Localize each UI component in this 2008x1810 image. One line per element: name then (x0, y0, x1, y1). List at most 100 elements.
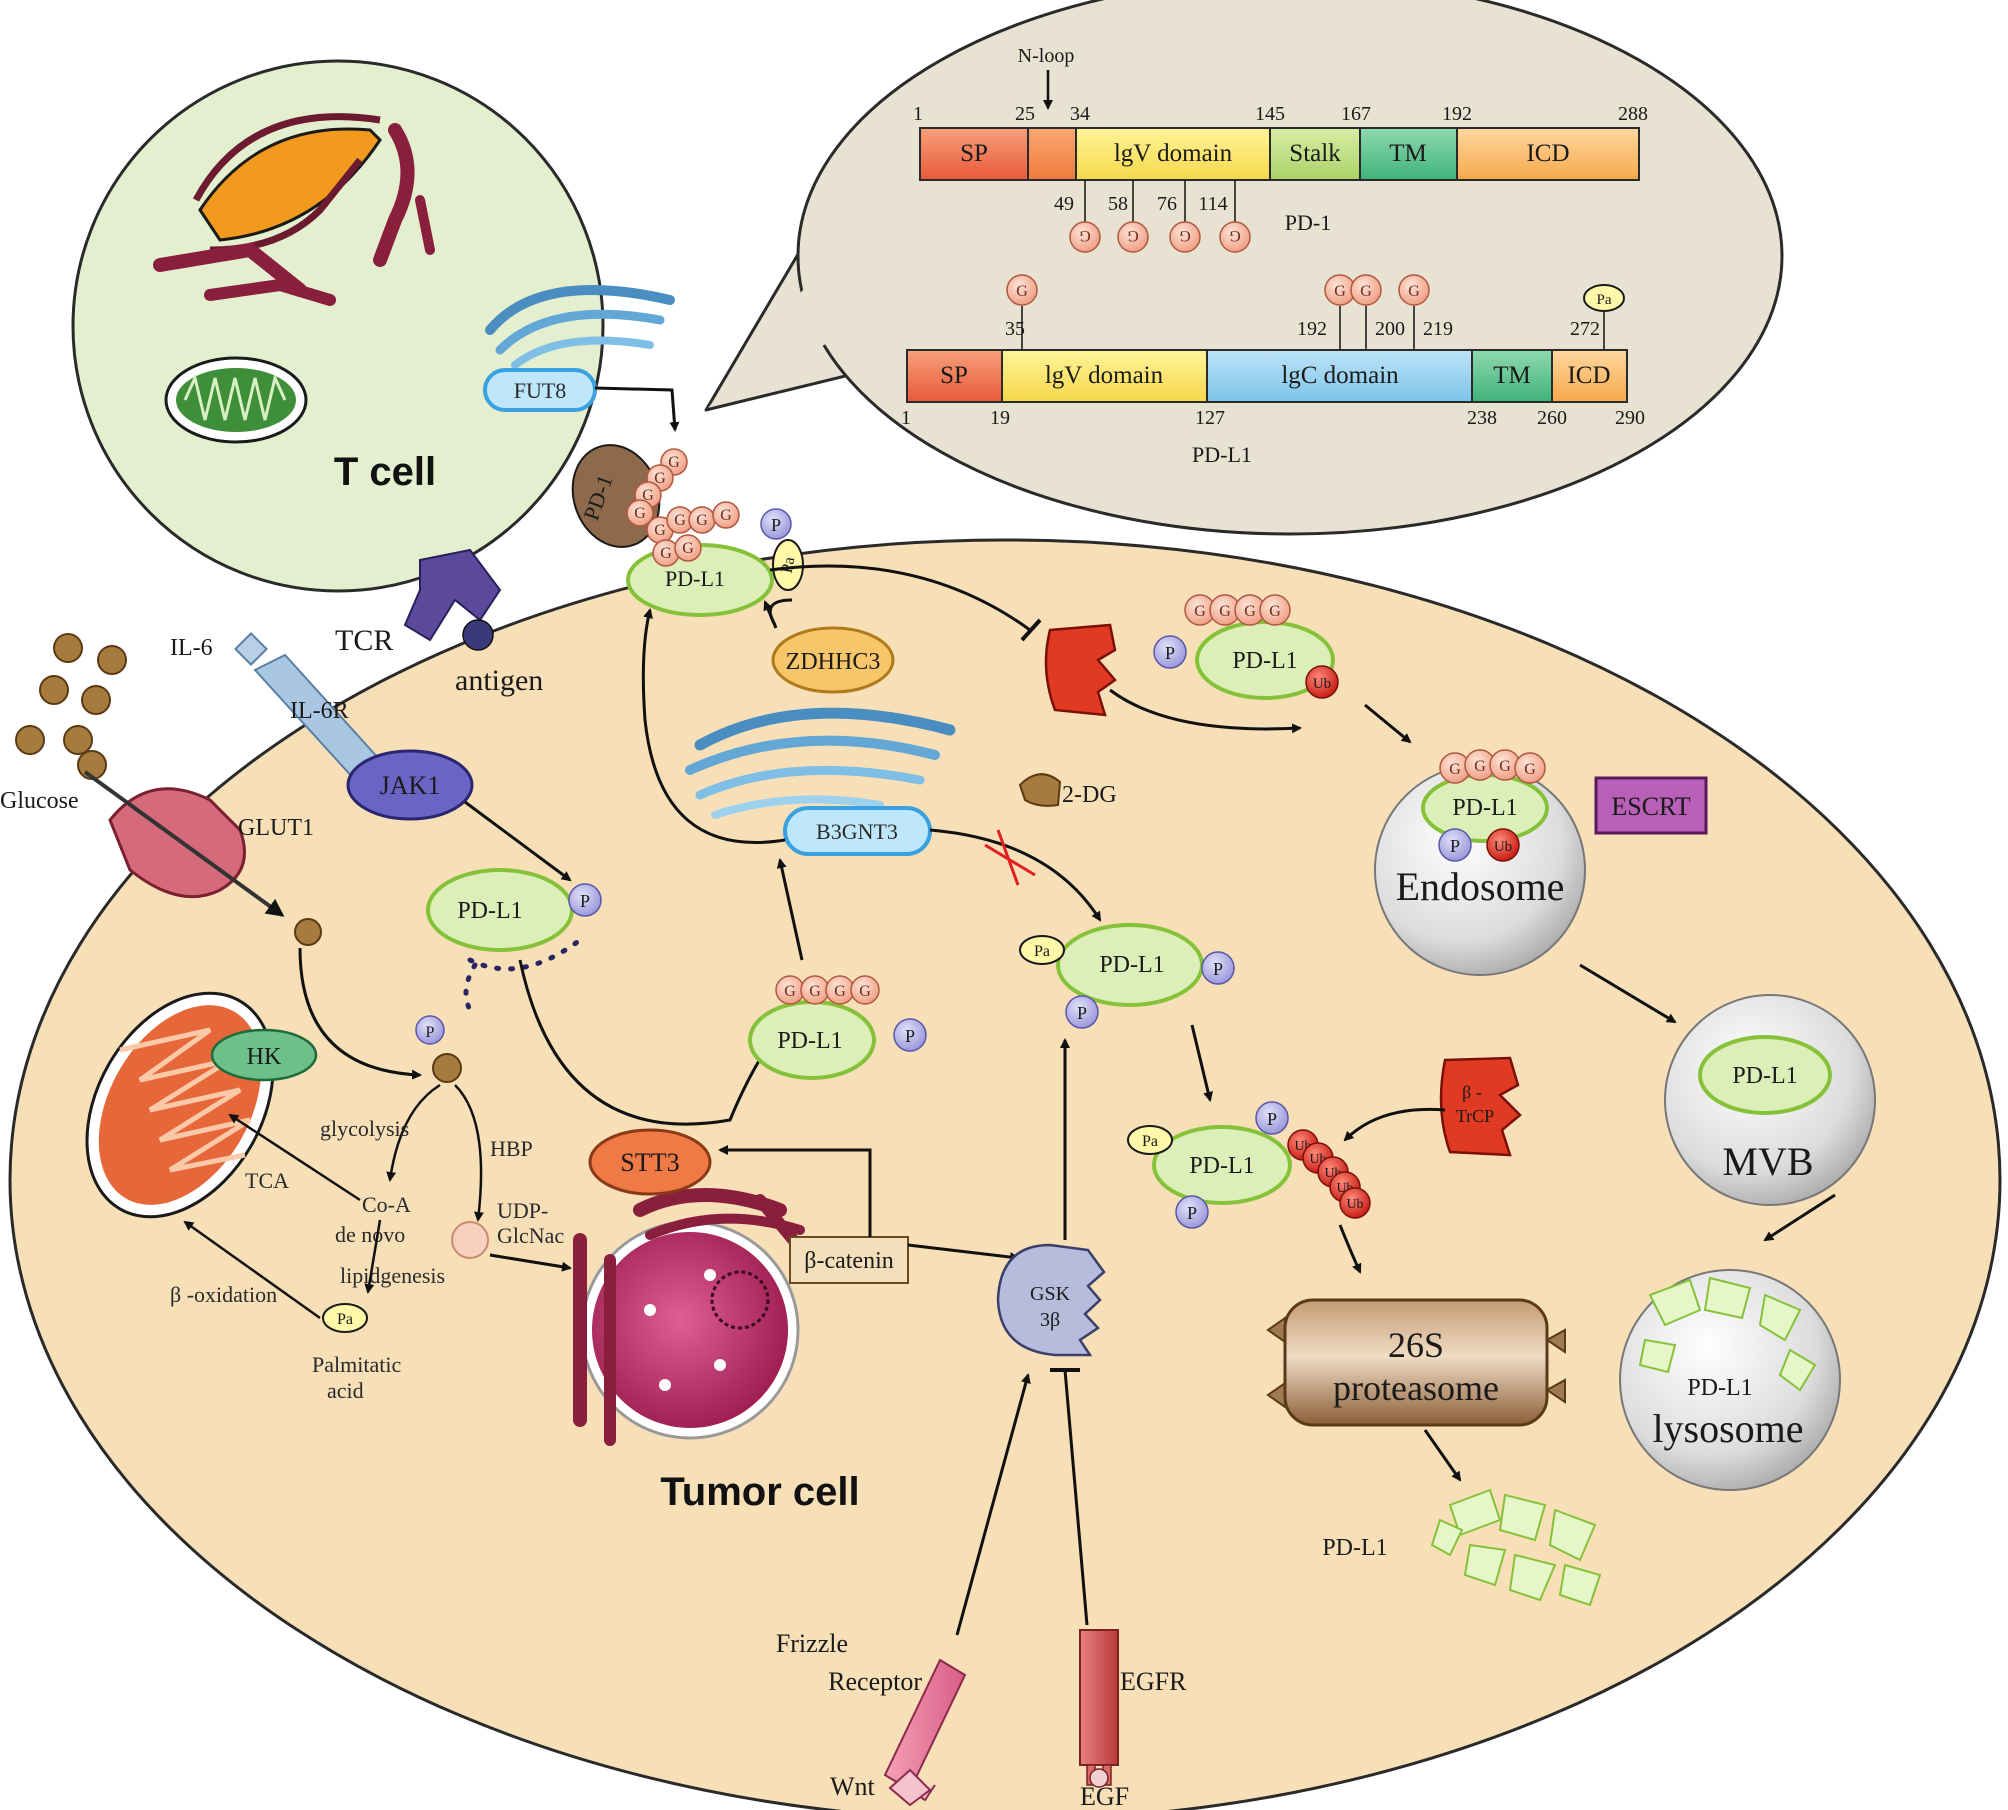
zdhhc3-label: ZDHHC3 (786, 649, 881, 675)
to-ub-pdl1-arrow (1190, 1024, 1213, 1102)
antigen: antigen (455, 619, 543, 697)
svg-text:SP: SP (940, 362, 968, 389)
ubiquitin: Ub (1486, 828, 1520, 862)
glucose-label: Glucose (0, 788, 79, 814)
svg-text:Pa: Pa (1597, 292, 1612, 308)
hbp-label: HBP (490, 1136, 533, 1161)
svg-text:P: P (1077, 1003, 1087, 1023)
glycan-g: G (1259, 594, 1291, 626)
svg-text:P: P (1213, 959, 1223, 979)
svg-text:P: P (905, 1026, 915, 1046)
glucose-to-g6p-arrow (298, 947, 422, 1080)
glycan-g: G (1439, 752, 1471, 784)
egfr-label: EGFR (1120, 1667, 1187, 1696)
fut8-enzyme: FUT8 (483, 368, 597, 412)
to-lysosome-arrow (1763, 1193, 1836, 1242)
pd1-domain-stalk (1269, 127, 1361, 181)
synapse-palmitoyl: Pa (772, 539, 804, 591)
svg-text:290: 290 (1615, 407, 1645, 429)
stt3-enzyme: STT3 (588, 1128, 712, 1196)
svg-text:G: G (642, 487, 654, 504)
t-cell-label: T cell (334, 450, 436, 494)
glycan-g: G (1464, 749, 1496, 781)
glycan-g: G (1169, 221, 1201, 253)
svg-text:G: G (1194, 603, 1206, 620)
svg-text:GlcNac: GlcNac (497, 1223, 564, 1248)
glycan-g: G (775, 975, 805, 1005)
svg-text:PD-L1: PD-L1 (1189, 1153, 1254, 1179)
svg-text:260: 260 (1537, 407, 1567, 429)
catenin-to-gsk-arrow (907, 1243, 1020, 1263)
pdl1-surface-label: PD-L1 (665, 566, 725, 591)
beta-oxidation-arrow (183, 1220, 321, 1320)
il6r-label: IL-6R (290, 698, 349, 724)
fut8-label: FUT8 (514, 378, 567, 403)
pdl1-surface: PD-L1 (626, 543, 774, 617)
svg-text:PD-L1: PD-L1 (1452, 795, 1517, 821)
palmitic-label-1: Palmitatic (312, 1352, 401, 1377)
wnt-label: Wnt (830, 1772, 876, 1801)
svg-text:1: 1 (913, 103, 923, 125)
udp-arrow (489, 1253, 572, 1272)
svg-text:G: G (720, 507, 732, 524)
svg-text:127: 127 (1195, 407, 1225, 429)
svg-text:PD-L1: PD-L1 (457, 898, 522, 924)
pdl1-polyubiquitinated: PD-L1 Pa P P Ub Ub Ub Ub Ub (1127, 1101, 1371, 1229)
two-dg-label: 2-DG (1062, 782, 1117, 808)
svg-text:G: G (1360, 283, 1372, 300)
svg-text:PD-L1: PD-L1 (1687, 1375, 1752, 1401)
jak1: JAK1 (346, 749, 474, 821)
svg-text:35: 35 (1005, 318, 1025, 340)
svg-text:G: G (1079, 227, 1091, 244)
svg-text:G: G (682, 540, 694, 557)
svg-text:TM: TM (1493, 362, 1531, 389)
glut1-label: GLUT1 (238, 815, 314, 841)
to-endosome-arrow (1364, 703, 1412, 744)
svg-text:192: 192 (1297, 318, 1327, 340)
pd1-domain-tm (1359, 127, 1458, 181)
svg-text:P: P (1187, 1203, 1197, 1223)
b3gnt3-to-surface-arrow (641, 608, 786, 844)
svg-text:G: G (1524, 761, 1536, 778)
fut8-arrow (594, 386, 680, 432)
svg-text:P: P (426, 1024, 435, 1041)
svg-text:76: 76 (1157, 193, 1177, 215)
svg-text:lgC domain: lgC domain (1281, 362, 1399, 389)
lipid-label-1: de novo (335, 1222, 405, 1247)
svg-text:272: 272 (1570, 318, 1600, 340)
intracellular-glucose (294, 918, 322, 946)
svg-text:Pa: Pa (1142, 1133, 1158, 1150)
svg-text:Ub: Ub (1346, 1197, 1363, 1212)
glycan-g: G (1184, 594, 1216, 626)
palmitoyl-pa: Pa (1583, 284, 1625, 312)
svg-text:PD-L1: PD-L1 (777, 1028, 842, 1054)
lipidgenesis-arrow (364, 1219, 382, 1294)
zdhhc3-enzyme: ZDHHC3 (771, 626, 895, 694)
glycan-g: G (1514, 752, 1546, 784)
pd1-domain-nloop (1027, 127, 1077, 181)
beta-oxidation-label: β -oxidation (170, 1282, 277, 1307)
stt3-label: STT3 (620, 1148, 679, 1177)
il6-receptor: IL-6R (253, 653, 382, 782)
egfr-receptor: EGFR EGF (1079, 1629, 1187, 1810)
glycan-g: G (1117, 221, 1149, 253)
tcr-receptor: TCR (335, 548, 502, 657)
svg-text:1: 1 (901, 407, 911, 429)
lysosome-label: lysosome (1652, 1406, 1803, 1451)
to-mvb-arrow (1579, 963, 1677, 1024)
pdl1-jak1: PD-L1 P (426, 868, 602, 1013)
mvb-label: MVB (1722, 1139, 1813, 1184)
pdl1-fragments: PD-L1 (1322, 1488, 1602, 1607)
svg-text:Pa: Pa (1034, 943, 1050, 960)
svg-text:19: 19 (990, 407, 1010, 429)
il6-label: IL-6 (170, 635, 213, 661)
lysosome: PD-L1 lysosome (1619, 1269, 1841, 1491)
hk-enzyme: HK (210, 1028, 318, 1082)
frizzle-receptor: Frizzle Receptor Wnt (776, 1629, 967, 1807)
glycan-g: G (850, 975, 880, 1005)
glucose-molecules: Glucose (0, 633, 127, 814)
svg-text:Ub: Ub (1313, 676, 1331, 692)
coa-label: Co-A (362, 1192, 411, 1217)
pd1-map-name: PD-1 (1285, 210, 1331, 235)
pd1-domain-map: N-loop 1 25 34 145 167 192 288 SP lgV do… (913, 45, 1648, 253)
